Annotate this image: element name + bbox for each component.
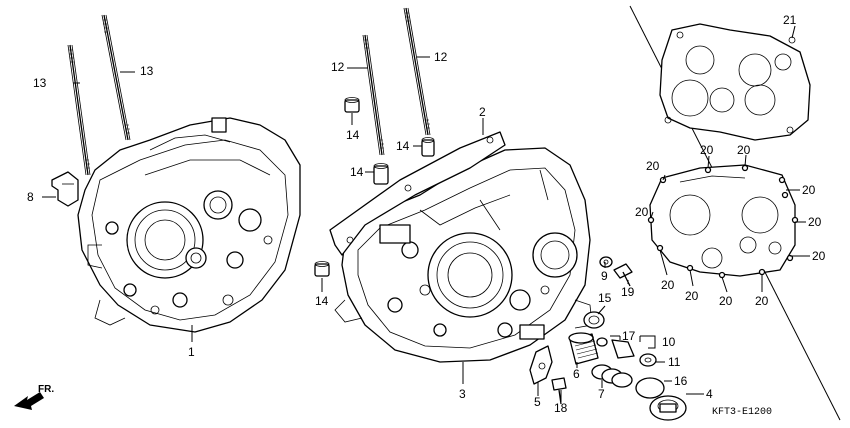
callout-20-d: 20: [802, 183, 816, 197]
callout-13-right: 13: [140, 64, 154, 78]
callout-11: 11: [668, 355, 681, 369]
crankcase-gasket-2: [329, 131, 506, 256]
front-direction-indicator: FR.: [14, 384, 54, 410]
o-ring-16: [635, 377, 665, 399]
switch-17: [596, 337, 635, 359]
callout-21: 21: [783, 13, 797, 27]
stud-bolt-12-left: [362, 34, 385, 156]
oil-strainer-screen-6: [568, 332, 599, 365]
oil-seal-15: [583, 311, 605, 329]
callout-labels: 13 13 8 1 2 12 12 14 14 14 14 3 5 6 7 18…: [27, 13, 826, 415]
spring-7: [591, 364, 633, 388]
leader-lines: [42, 25, 810, 402]
callout-7: 7: [598, 387, 605, 401]
callout-14-a: 14: [346, 128, 360, 142]
callout-6: 6: [573, 367, 580, 381]
stud-bolt-13-right: [101, 14, 131, 141]
front-arrow-icon: [14, 392, 44, 410]
washer-11: [639, 353, 657, 367]
callout-3: 3: [459, 387, 466, 401]
stud-bolt-13-left: [67, 44, 91, 176]
callout-20-i: 20: [685, 289, 699, 303]
callout-15: 15: [598, 291, 612, 305]
diagram-code: KFT3-E1200: [712, 407, 772, 418]
stud-bolt-12-right: [403, 7, 431, 136]
callout-20-k: 20: [755, 294, 769, 308]
callout-19: 19: [621, 285, 635, 299]
dowel-pin-14-a: [344, 97, 360, 113]
callout-20-g: 20: [812, 249, 826, 263]
callout-2: 2: [479, 105, 486, 119]
callout-20-f: 20: [808, 215, 822, 229]
front-label: FR.: [38, 384, 54, 395]
callout-8: 8: [27, 190, 34, 204]
callout-14-b: 14: [396, 139, 410, 153]
callout-14-d: 14: [315, 294, 329, 308]
callout-5: 5: [534, 395, 541, 409]
callout-20-c: 20: [737, 143, 751, 157]
callout-10: 10: [662, 335, 676, 349]
callout-12-right: 12: [434, 50, 448, 64]
callout-13-left: 13: [33, 76, 47, 90]
gasket-21: [659, 23, 811, 141]
callout-10-bracket: [640, 335, 656, 349]
dowel-pin-14-c: [373, 163, 389, 185]
callout-20-a: 20: [646, 159, 660, 173]
callout-4: 4: [706, 387, 713, 401]
callout-20-e: 20: [635, 205, 649, 219]
drain-cap-4: [649, 395, 687, 421]
callout-17: 17: [622, 329, 636, 343]
callout-20-j: 20: [719, 294, 733, 308]
callout-18: 18: [554, 401, 568, 415]
callout-1: 1: [188, 345, 195, 359]
callout-14-c: 14: [350, 165, 364, 179]
right-cover-gasket: [649, 164, 796, 277]
bolt-19: [613, 263, 633, 287]
dowel-pin-14-b: [421, 137, 435, 157]
setting-plate-5: [529, 345, 553, 385]
callout-12-left: 12: [331, 60, 345, 74]
callout-9: 9: [601, 269, 608, 283]
dowel-pin-14-d: [314, 261, 330, 277]
left-crankcase-half: [77, 117, 301, 333]
washer-9: [599, 256, 613, 268]
callout-16: 16: [674, 374, 688, 388]
callout-20-h: 20: [661, 278, 675, 292]
guide-clip-8: [51, 171, 79, 207]
callout-20-b: 20: [700, 143, 714, 157]
